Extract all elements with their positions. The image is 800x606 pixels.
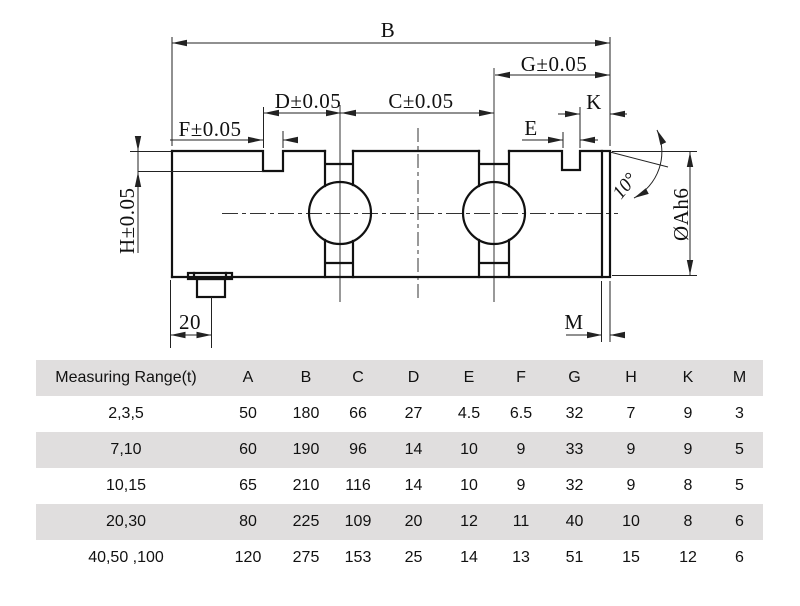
table-row: 7,10 60 190 96 14 10 9 33 9 9 5	[36, 432, 763, 468]
dim-label-b: B	[381, 18, 396, 42]
dim-label-g: G±0.05	[521, 52, 587, 76]
table-cell: 14	[460, 549, 478, 566]
end-cap	[600, 149, 612, 279]
range-cell: 10,15	[105, 477, 147, 494]
column-header-a: A	[242, 369, 254, 386]
column-header-range: Measuring Range(t)	[55, 369, 197, 386]
table-cell: 15	[622, 549, 640, 566]
table-row: 40,50 ,100 120 275 153 25 14 13 51 15 12…	[36, 540, 763, 576]
range-cell: 2,3,5	[108, 405, 144, 422]
table-cell: 6.5	[509, 405, 533, 422]
table-cell: 6	[735, 549, 744, 566]
table-cell: 10	[460, 477, 478, 494]
table-cell: 32	[565, 477, 584, 494]
table-cell: 40	[565, 513, 584, 530]
table-cell: 96	[349, 441, 367, 458]
dim-label-d: D±0.05	[275, 89, 341, 113]
dim-label-angle: 10°	[609, 169, 642, 203]
table-cell: 66	[349, 405, 367, 422]
table-cell: 60	[239, 441, 257, 458]
table-cell: 27	[404, 405, 423, 422]
table-cell: 65	[239, 477, 257, 494]
dim-label-h: H±0.05	[115, 188, 139, 254]
table-cell: 9	[626, 441, 636, 458]
table-cell: 120	[234, 549, 262, 566]
column-header-h: H	[625, 369, 637, 386]
table-cell: 3	[735, 405, 744, 422]
table-cell: 25	[404, 549, 423, 566]
column-header-k: K	[682, 369, 694, 386]
range-cell: 7,10	[110, 441, 142, 458]
table-cell: 50	[239, 405, 257, 422]
dimensions-table: Measuring Range(t) A B C D E F G H K M 2…	[36, 360, 763, 576]
table-row: 2,3,5 50 180 66 27 4.5 6.5 32 7 9 3	[36, 396, 763, 432]
table-cell: 9	[683, 441, 693, 458]
table-cell: 51	[565, 549, 584, 566]
table-cell: 8	[683, 513, 693, 530]
table-cell: 10	[622, 513, 640, 530]
table-cell: 20	[404, 513, 423, 530]
table-cell: 10	[460, 441, 478, 458]
table-cell: 116	[345, 477, 371, 494]
technical-drawing: B G±0.05 D±0.05 C±0.05 K E F±0.05 H±0.05…	[115, 18, 697, 348]
table-header-row: Measuring Range(t) A B C D E F G H K M	[36, 360, 763, 396]
dim-label-m: M	[564, 310, 583, 334]
table-row: 10,15 65 210 116 14 10 9 32 9 8 5	[36, 468, 763, 504]
dim-label-c: C±0.05	[388, 89, 453, 113]
table-cell: 11	[512, 513, 530, 530]
table-cell: 6	[735, 513, 744, 530]
dim-label-f: F±0.05	[179, 117, 242, 141]
column-header-e: E	[463, 369, 475, 386]
table-cell: 14	[404, 441, 423, 458]
hole-right	[461, 180, 527, 246]
table-cell: 210	[292, 477, 320, 494]
range-cell: 40,50 ,100	[88, 549, 164, 566]
table-cell: 14	[404, 477, 423, 494]
column-header-c: C	[352, 369, 364, 386]
column-header-f: F	[516, 369, 526, 386]
column-header-m: M	[732, 369, 747, 386]
table-cell: 9	[626, 477, 636, 494]
dimension-lines	[130, 37, 697, 348]
table-cell: 32	[565, 405, 584, 422]
table-cell: 225	[292, 513, 320, 530]
column-header-b: B	[300, 369, 312, 386]
table-row: 20,30 80 225 109 20 12 11 40 10 8 6	[36, 504, 763, 540]
table-cell: 4.5	[457, 405, 481, 422]
dim-label-k: K	[586, 90, 602, 114]
table-cell: 13	[512, 549, 530, 566]
table-cell: 180	[292, 405, 320, 422]
table-cell: 33	[565, 441, 584, 458]
dimension-labels: B G±0.05 D±0.05 C±0.05 K E F±0.05 H±0.05…	[115, 18, 693, 334]
table-cell: 9	[516, 477, 526, 494]
table-cell: 109	[344, 513, 372, 530]
column-header-g: G	[568, 369, 581, 386]
table-cell: 5	[735, 477, 744, 494]
table-cell: 9	[683, 405, 693, 422]
column-header-d: D	[407, 369, 420, 386]
table-cell: 7	[626, 405, 636, 422]
table-cell: 153	[344, 549, 372, 566]
table-cell: 12	[679, 549, 697, 566]
range-cell: 20,30	[105, 513, 147, 530]
table-cell: 5	[735, 441, 744, 458]
table-cell: 8	[683, 477, 693, 494]
table-cell: 12	[460, 513, 478, 530]
dim-label-e: E	[524, 116, 537, 140]
body-outline	[170, 149, 612, 299]
dim-label-20: 20	[179, 310, 201, 334]
hole-left	[307, 180, 373, 246]
table-cell: 9	[516, 441, 526, 458]
spec-table-wrap: Measuring Range(t) A B C D E F G H K M 2…	[36, 360, 763, 576]
table-cell: 80	[239, 513, 257, 530]
table-cell: 190	[292, 441, 320, 458]
dim-label-diameter: ØAh6	[669, 188, 693, 241]
table-cell: 275	[292, 549, 320, 566]
